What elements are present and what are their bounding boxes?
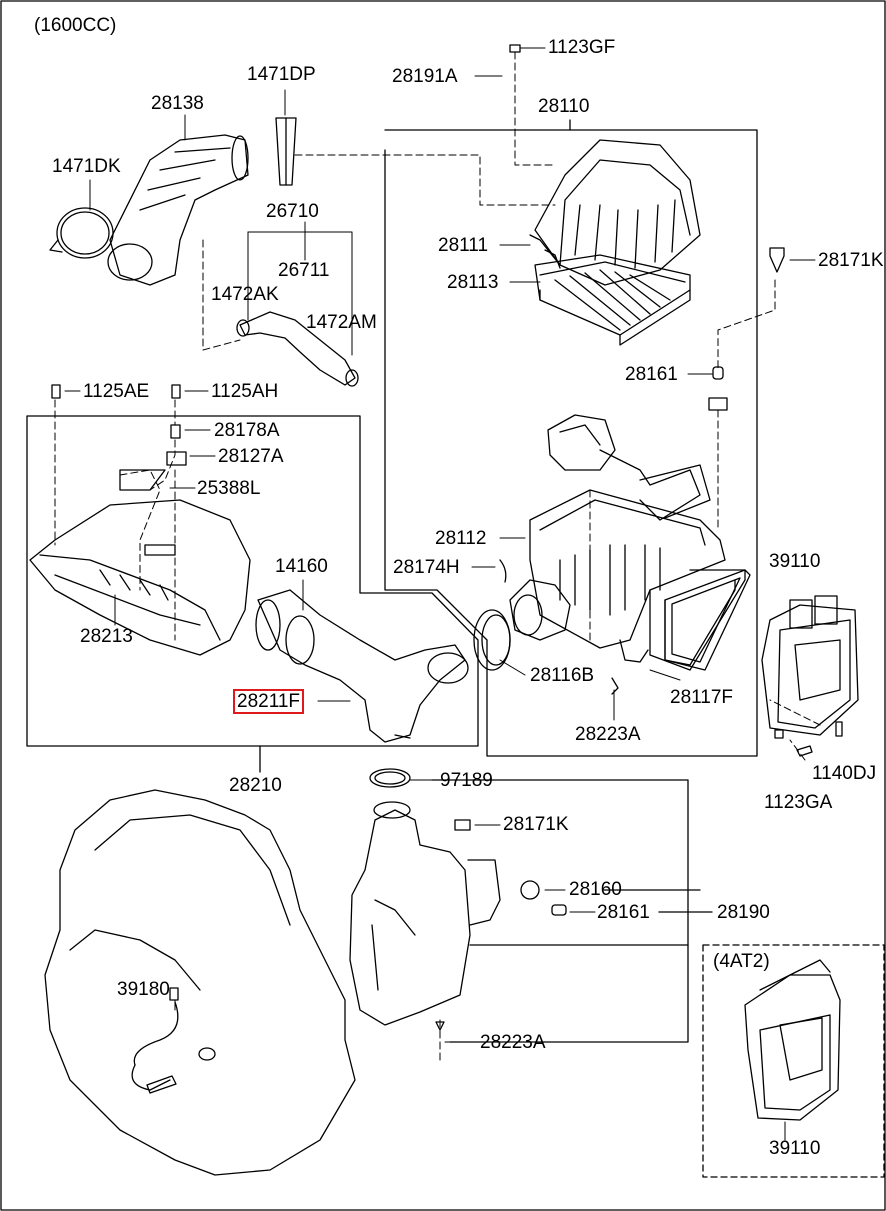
oxygen-sensor	[131, 987, 216, 1094]
part-label-28191A[interactable]: 28191A	[392, 66, 458, 87]
air-cleaner-cover	[529, 139, 701, 286]
part-label-28211F-highlighted[interactable]: 28211F	[233, 689, 305, 714]
ecu-module	[761, 595, 859, 739]
part-label-28117F[interactable]: 28117F	[670, 687, 734, 708]
variant-label: (4AT2)	[713, 951, 770, 972]
part-label-28213[interactable]: 28213	[80, 626, 133, 647]
part-label-97189[interactable]: 97189	[440, 770, 493, 791]
resonator	[349, 768, 567, 1031]
part-label-26710[interactable]: 26710	[266, 201, 319, 222]
part-label-1472AK[interactable]: 1472AK	[211, 284, 279, 305]
part-label-28110[interactable]: 28110	[538, 96, 590, 117]
part-label-39180[interactable]: 39180	[117, 979, 170, 1000]
part-label-25388L[interactable]: 25388L	[197, 478, 261, 499]
part-label-39110-top[interactable]: 39110	[769, 551, 821, 572]
part-label-1140DJ[interactable]: 1140DJ	[812, 763, 877, 784]
part-label-28178A[interactable]: 28178A	[214, 420, 280, 441]
part-label-28210[interactable]: 28210	[229, 775, 282, 796]
hose-clamp-1471DK	[49, 207, 114, 259]
intake-box	[26, 415, 479, 773]
clamp-ring	[473, 609, 511, 671]
variant-box	[702, 944, 885, 1178]
breather-hose	[236, 311, 359, 387]
part-label-1471DK[interactable]: 1471DK	[52, 156, 121, 177]
part-label-39110-bottom[interactable]: 39110	[769, 1138, 821, 1159]
part-label-28161-top[interactable]: 28161	[625, 364, 678, 385]
part-label-28174H[interactable]: 28174H	[393, 557, 460, 578]
part-label-28127A[interactable]: 28127A	[218, 446, 284, 467]
part-label-1123GF[interactable]: 1123GF	[548, 37, 616, 58]
engine-cover	[29, 469, 251, 656]
part-label-14160[interactable]: 14160	[275, 556, 328, 577]
part-label-26711[interactable]: 26711	[278, 260, 330, 281]
engine-block	[44, 789, 356, 1176]
part-label-28223A-bottom[interactable]: 28223A	[480, 1032, 546, 1053]
part-label-1125AH[interactable]: 1125AH	[211, 381, 279, 402]
gasket	[664, 569, 751, 671]
part-label-28190[interactable]: 28190	[717, 902, 770, 923]
part-label-1472AM[interactable]: 1472AM	[306, 312, 377, 333]
air-duct	[255, 589, 469, 743]
part-label-1123GA[interactable]: 1123GA	[764, 792, 833, 813]
air-cleaner-box	[384, 119, 758, 757]
resonator-bracket	[431, 779, 713, 1043]
part-label-28161-bottom[interactable]: 28161	[597, 902, 650, 923]
dashed-leaders	[54, 51, 821, 1061]
part-label-28113[interactable]: 28113	[447, 272, 499, 293]
part-label-1471DP[interactable]: 1471DP	[247, 64, 316, 85]
engine-label: (1600CC)	[34, 15, 117, 36]
part-label-28116B[interactable]: 28116B	[530, 665, 595, 686]
part-label-28111[interactable]: 28111	[438, 235, 489, 256]
air-cleaner-body	[509, 414, 746, 671]
part-label-28171K-top[interactable]: 28171K	[818, 250, 884, 271]
clip	[499, 559, 507, 583]
plug	[611, 677, 619, 695]
part-label-1125AE[interactable]: 1125AE	[83, 381, 150, 402]
part-label-28223A-top[interactable]: 28223A	[575, 724, 641, 745]
grommets-top	[708, 247, 785, 411]
bolts	[51, 44, 843, 757]
ecu-module-4at2	[744, 959, 841, 1121]
part-label-28160[interactable]: 28160	[569, 879, 622, 900]
part-label-28112[interactable]: 28112	[435, 528, 487, 549]
part-label-28171K-bottom[interactable]: 28171K	[503, 814, 569, 835]
tie-1471DP	[275, 117, 297, 186]
intake-hose	[107, 134, 249, 286]
air-filter	[534, 254, 691, 346]
part-label-28138[interactable]: 28138	[151, 93, 204, 114]
